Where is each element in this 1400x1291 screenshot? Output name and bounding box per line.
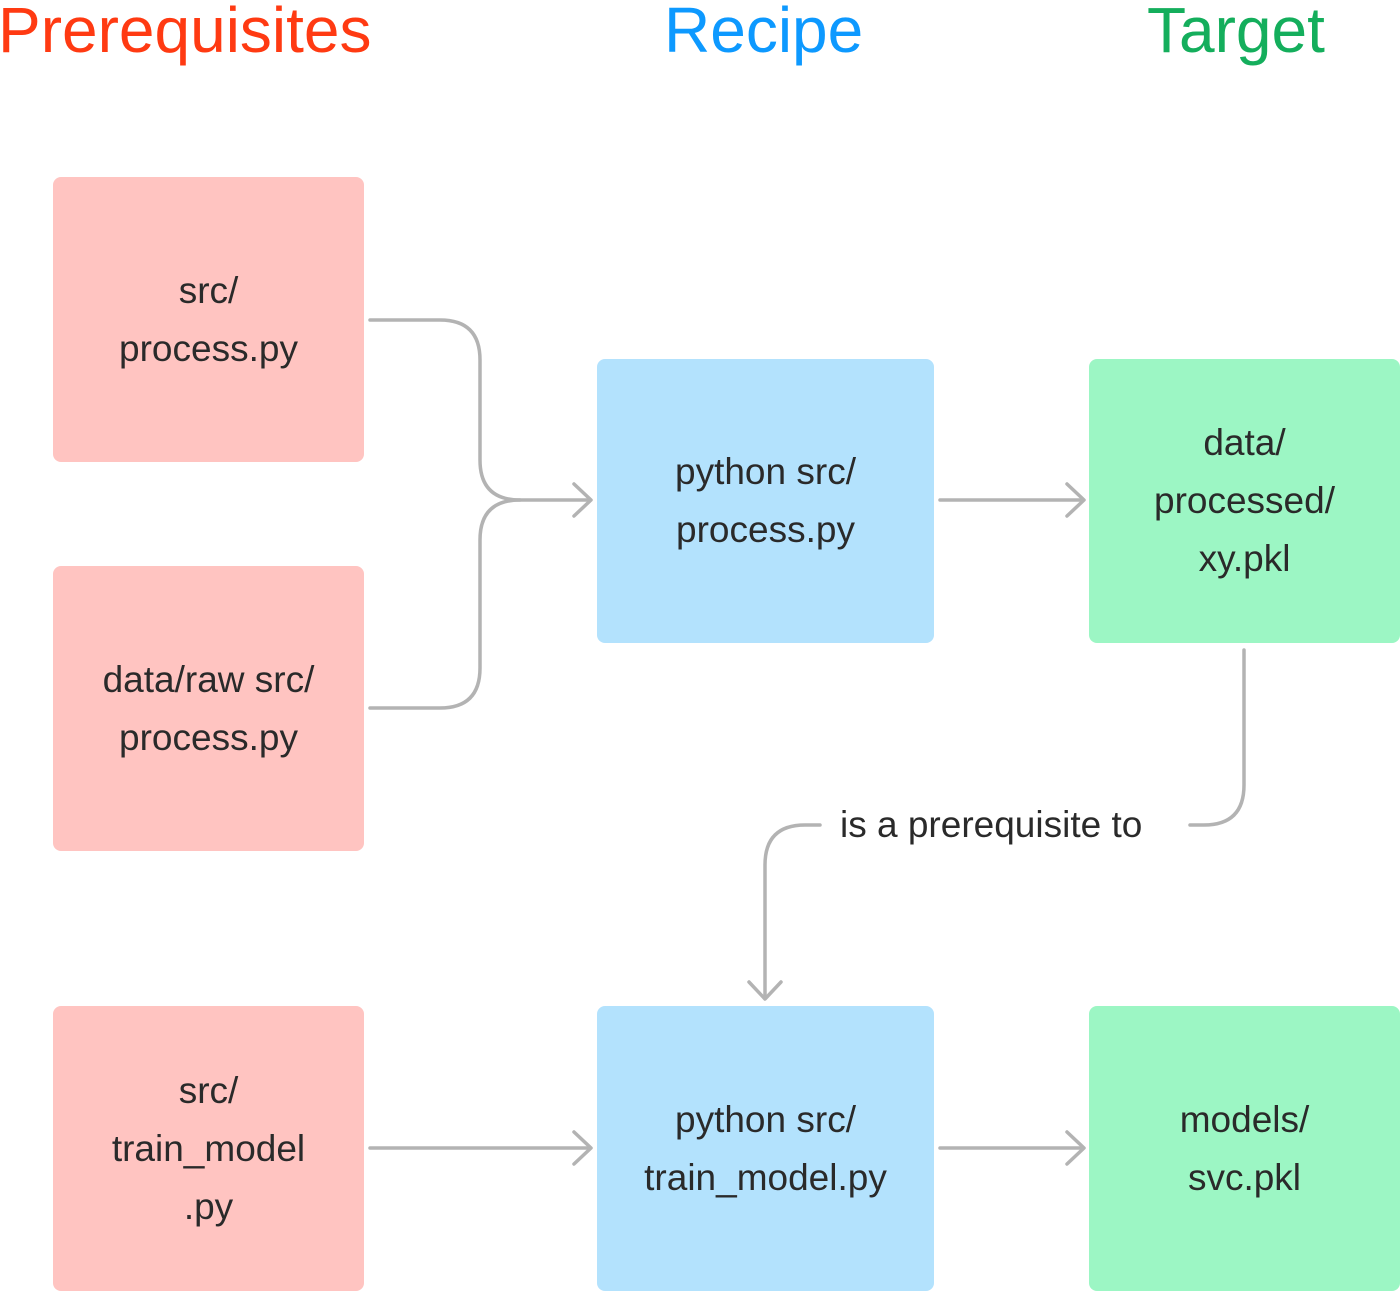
connector-prereq2-to-recipe1	[368, 498, 522, 710]
node-label-line: process.py	[119, 716, 298, 758]
node-label-line: data/raw src/	[102, 658, 315, 700]
node-label-line: data/	[1203, 422, 1286, 463]
node-recipe-process: python src/ process.py	[597, 359, 934, 643]
node-label-line: processed/	[1154, 480, 1335, 521]
node-label-line: train_model.py	[644, 1156, 887, 1198]
connector-prereq1-to-recipe1	[368, 318, 592, 502]
node-prereq-src-process: src/ process.py	[53, 177, 364, 462]
node-label-line: python src/	[675, 1098, 856, 1140]
node-label-line: process.py	[119, 327, 298, 369]
node-prereq-train-model: src/ train_model .py	[53, 1006, 364, 1291]
node-label-line: src/	[178, 1069, 239, 1111]
arrowhead-recipe2-left	[572, 1130, 593, 1166]
arrowhead-recipe2	[747, 980, 783, 1001]
node-label-line: .py	[183, 1185, 234, 1227]
node-label-line: models/	[1179, 1098, 1310, 1140]
node-label-line: src/	[178, 269, 239, 311]
heading-prerequisites: Prerequisites	[0, 0, 372, 66]
arrowhead-target2	[1065, 1130, 1086, 1166]
node-prereq-data-raw: data/raw src/ process.py	[53, 566, 364, 851]
node-recipe-train-model: python src/ train_model.py	[597, 1006, 934, 1291]
node-label-line: xy.pkl	[1198, 538, 1291, 579]
node-target-xy-pkl: data/ processed/ xy.pkl	[1089, 359, 1400, 643]
edge-label-prerequisite: is a prerequisite to	[834, 803, 1149, 847]
connector-target1-to-recipe2	[763, 648, 1246, 1000]
node-target-svc-pkl: models/ svc.pkl	[1089, 1006, 1400, 1291]
node-label-line: svc.pkl	[1187, 1156, 1302, 1198]
node-label-line: process.py	[676, 509, 855, 550]
arrowhead-target1	[1065, 482, 1086, 518]
node-label-line: train_model	[111, 1127, 306, 1169]
heading-recipe: Recipe	[664, 0, 864, 66]
heading-target: Target	[1147, 0, 1325, 66]
node-label-line: python src/	[675, 451, 856, 492]
arrowhead-recipe1	[572, 482, 593, 518]
